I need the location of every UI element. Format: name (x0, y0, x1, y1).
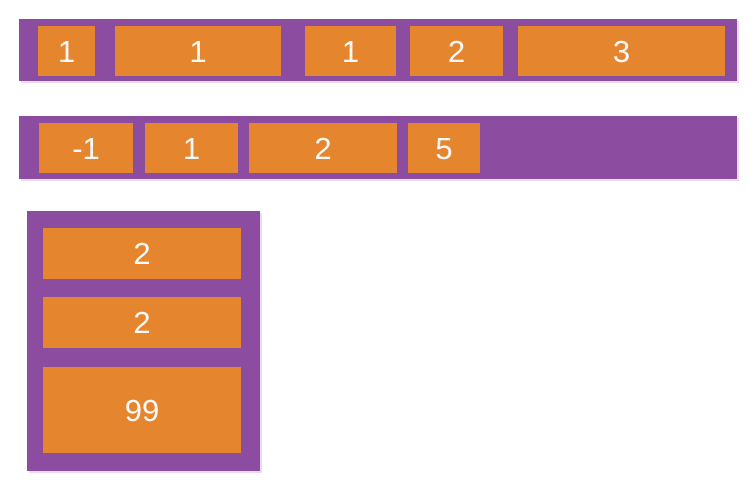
flex-item: 2 (410, 26, 503, 76)
flex-container-column: 2 2 99 (27, 211, 260, 471)
flex-container-row-2: -1 1 2 5 (19, 116, 737, 179)
flex-item: 1 (38, 26, 95, 76)
flex-item: 2 (43, 297, 241, 348)
flex-item: 3 (518, 26, 725, 76)
flex-item: 99 (43, 367, 241, 453)
flex-container-row-1: 1 1 1 2 3 (19, 19, 737, 81)
flex-item: 1 (145, 123, 238, 173)
flex-item: 1 (115, 26, 281, 76)
flex-item: 2 (249, 123, 397, 173)
flex-item: 5 (408, 123, 480, 173)
flex-item: 2 (43, 228, 241, 279)
flex-item: -1 (39, 123, 133, 173)
flex-item: 1 (305, 26, 396, 76)
